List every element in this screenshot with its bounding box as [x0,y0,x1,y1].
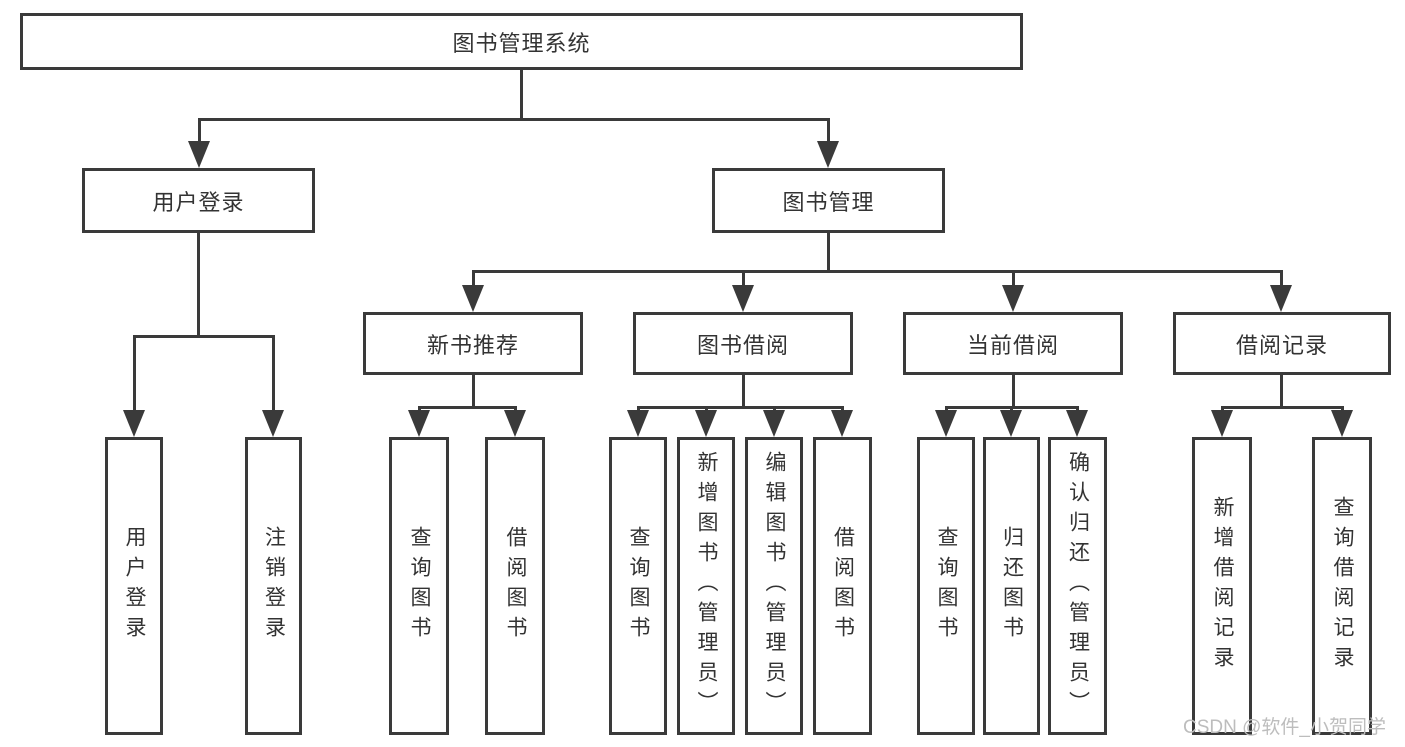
arrow-down-icon [817,141,839,168]
node-label: 图书管理 [782,189,875,215]
leaf-nbr-borrow-books: 借阅图书 [485,437,545,735]
arrow-shaft [472,270,475,289]
node-label: 确认归还（管理员） [1066,451,1090,721]
node-label: 查询借阅记录 [1331,496,1354,676]
node-label: 用户登录 [123,526,146,646]
leaf-bb-edit-books-admin: 编辑图书（管理员） [745,437,803,735]
connector-vline [1012,375,1015,406]
node-label: 借阅图书 [504,526,527,646]
arrow-shaft [1280,270,1283,289]
arrow-down-icon [462,285,484,312]
node-borrow-records: 借阅记录 [1173,312,1391,375]
arrow-down-icon [408,410,430,437]
arrow-down-icon [1331,410,1353,437]
connector-vline [742,375,745,406]
arrow-down-icon [1066,410,1088,437]
node-label: 借阅记录 [1235,332,1328,358]
leaf-bb-add-books-admin: 新增图书（管理员） [677,437,735,735]
arrow-down-icon [1002,285,1024,312]
node-root: 图书管理系统 [20,13,1023,70]
connector-hline [198,118,830,121]
arrow-shaft [133,335,136,414]
leaf-br-query-record: 查询借阅记录 [1312,437,1372,735]
leaf-nbr-query-books: 查询图书 [389,437,449,735]
leaf-logout-login: 注销登录 [245,437,302,735]
node-label: 归还图书 [1000,526,1024,646]
leaf-user-login: 用户登录 [105,437,163,735]
node-label: 借阅图书 [831,526,855,646]
arrow-shaft [272,335,275,414]
arrow-down-icon [123,410,145,437]
arrow-down-icon [262,410,284,437]
arrow-down-icon [1211,410,1233,437]
connector-vline [197,233,200,335]
leaf-cb-confirm-return-admin: 确认归还（管理员） [1048,437,1107,735]
connector-hline [1221,406,1343,409]
node-current-borrow: 当前借阅 [903,312,1123,375]
arrow-shaft [1012,270,1015,289]
leaf-br-add-record: 新增借阅记录 [1192,437,1252,735]
arrow-shaft [198,118,201,145]
node-book-borrow: 图书借阅 [633,312,853,375]
connector-hline [133,335,274,338]
node-label: 查询图书 [935,526,958,646]
node-user-login: 用户登录 [82,168,315,233]
arrow-down-icon [763,410,785,437]
node-label: 查询图书 [627,526,650,646]
csdn-watermark: CSDN @软件_小贺同学 [1183,717,1386,738]
arrow-down-icon [627,410,649,437]
arrow-down-icon [504,410,526,437]
arrow-down-icon [732,285,754,312]
leaf-bb-borrow-books: 借阅图书 [813,437,872,735]
leaf-bb-query-books: 查询图书 [609,437,667,735]
node-label: 新增借阅记录 [1211,496,1234,676]
node-label: 新增图书（管理员） [695,451,718,721]
arrow-down-icon [1270,285,1292,312]
node-label: 当前借阅 [966,332,1059,358]
node-book-management: 图书管理 [712,168,945,233]
connector-hline [637,406,843,409]
node-new-book-recommend: 新书推荐 [363,312,583,375]
arrow-down-icon [1000,410,1022,437]
arrow-down-icon [935,410,957,437]
node-label: 编辑图书（管理员） [763,451,786,721]
arrow-shaft [827,118,830,145]
node-label: 图书管理系统 [452,30,591,56]
node-label: 查询图书 [408,526,431,646]
connector-vline [1280,375,1283,406]
connector-vline [472,375,475,406]
connector-vline [520,70,523,118]
node-label: 注销登录 [262,526,286,646]
node-label: 用户登录 [152,189,245,215]
leaf-cb-return-books: 归还图书 [983,437,1040,735]
node-label: 新书推荐 [426,332,519,358]
arrow-down-icon [831,410,853,437]
connector-hline [472,270,1282,273]
connector-hline [418,406,516,409]
connector-vline [827,233,830,270]
arrow-down-icon [695,410,717,437]
node-label: 图书借阅 [696,332,789,358]
arrow-shaft [742,270,745,289]
arrow-down-icon [188,141,210,168]
leaf-cb-query-books: 查询图书 [917,437,975,735]
